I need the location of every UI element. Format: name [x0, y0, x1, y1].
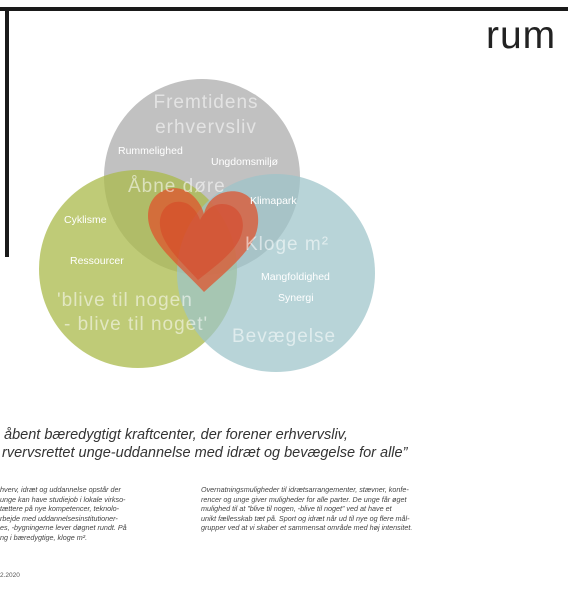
text-line: Overnatningsmuligheder til idrætsarrange…	[201, 485, 409, 494]
text-line: rencer og unge giver muligheder for alle…	[201, 494, 407, 504]
vision-quote: åbent bæredygtigt kraftcenter, der foren…	[0, 426, 568, 462]
quote-line-1: åbent bæredygtigt kraftcenter, der foren…	[4, 427, 348, 443]
text-line: grupper ved at vi skaber et sammensat om…	[201, 523, 413, 533]
heart-icon	[148, 188, 259, 292]
label-ressourcer: Ressourcer	[70, 255, 124, 267]
text-line: unikt fællesskab tæt på. Sport og idræt …	[201, 513, 410, 523]
text-line: mulighed til at ”blive til nogen, -blive…	[201, 504, 392, 514]
text-line: es, -bygningerne lever døgnet rundt. På	[0, 523, 127, 533]
label-erhvervsliv: erhvervsliv	[155, 117, 257, 138]
text-column-right: Overnatningsmuligheder til idrætsarrange…	[201, 485, 501, 533]
text-line: ng i bæredygtige, kloge m².	[0, 532, 88, 542]
label-kloge-m2: Kloge m²	[245, 234, 330, 255]
label-mangfoldighed: Mangfoldighed	[261, 271, 330, 283]
text-line: unge kan have studiejob i lokale virkso-	[0, 494, 126, 504]
brand-logo: rum	[486, 14, 557, 57]
venn-diagram	[39, 79, 375, 372]
label-klimapark: Klimapark	[250, 195, 297, 207]
text-line: rbejde med uddannelsesinstitutioner-	[0, 513, 118, 523]
label-blive-til-noget: - blive til noget'	[64, 314, 209, 335]
label-blive-til-nogen: 'blive til nogen	[57, 290, 193, 311]
label-ungdomsmiljo: Ungdomsmiljø	[211, 156, 279, 168]
label-cyklisme: Cyklisme	[64, 214, 107, 226]
label-synergi: Synergi	[278, 292, 314, 304]
label-abne-dore: Åbne døre	[128, 176, 226, 197]
label-rummelighed: Rummelighed	[118, 145, 183, 157]
label-bevaegelse: Bevægelse	[232, 326, 337, 347]
text-line: hverv, idræt og uddannelse opstår der	[0, 485, 121, 494]
text-column-left: hverv, idræt og uddannelse opstår der un…	[0, 485, 190, 543]
label-fremtidens: Fremtidens	[153, 92, 259, 113]
quote-line-2: rvervsrettet unge-uddannelse med idræt o…	[2, 445, 408, 461]
footer-date: 2.2020	[0, 572, 20, 579]
frame-top-border	[0, 7, 568, 11]
text-line: tættere på nye kompetencer, teknolo-	[0, 504, 120, 514]
frame-left-border	[5, 7, 9, 257]
